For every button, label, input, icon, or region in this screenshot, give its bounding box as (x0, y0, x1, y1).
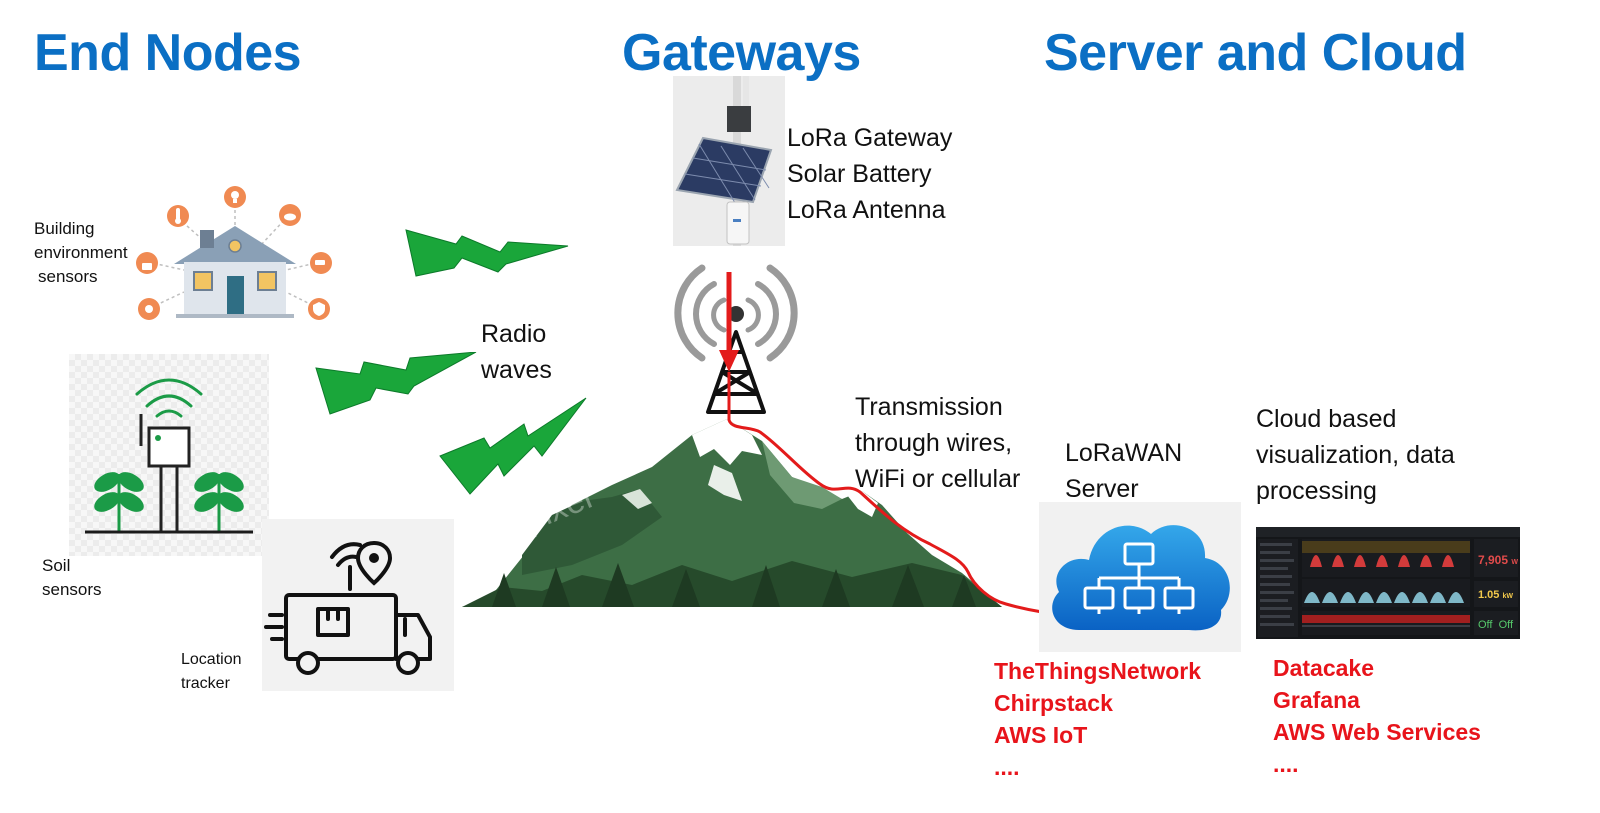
provider-item: AWS Web Services (1273, 719, 1481, 745)
tracker-label: Location tracker (181, 651, 242, 692)
dashboard-metric-1: 7,905 W (1478, 553, 1518, 567)
lorawan-server-label: LoRaWAN Server (1065, 439, 1183, 503)
tracker-panel (262, 519, 454, 691)
provider-item: .... (1273, 751, 1299, 777)
gateways-heading: Gateways (622, 24, 861, 82)
building-sensors-label: Building environment sensors (34, 219, 128, 286)
dashboard-states: Off Off (1478, 619, 1514, 631)
provider-item: TheThingsNetwork (994, 658, 1202, 684)
lightning-bolt-icon (315, 352, 477, 415)
signal-path (719, 272, 1043, 614)
cloud-network-icon (1052, 525, 1230, 631)
soil-sensor-icon (85, 378, 253, 534)
radio-waves-label: Radio waves (481, 320, 552, 384)
provider-item: Chirpstack (994, 690, 1113, 716)
provider-item: Datacake (1273, 655, 1375, 681)
lightning-bolt-icon (405, 229, 569, 277)
delivery-truck-icon (264, 540, 432, 675)
end-nodes-heading: End Nodes (34, 24, 302, 82)
soil-sensors-label: Soil sensors (42, 556, 102, 599)
dashboard-metric-2: 1.05 kW (1478, 589, 1513, 601)
provider-item: Grafana (1273, 687, 1360, 713)
server-cloud-heading: Server and Cloud (1044, 24, 1467, 82)
cloud-provider-list: Datacake Grafana AWS Web Services .... (1273, 652, 1481, 780)
mountain-illustration (462, 419, 1002, 607)
provider-item: AWS IoT (994, 722, 1088, 748)
lightning-bolt-icon (439, 397, 587, 495)
gateway-label: LoRa Gateway Solar Battery LoRa Antenna (787, 124, 953, 224)
server-provider-list: TheThingsNetwork Chirpstack AWS IoT .... (994, 655, 1201, 783)
dashboard-screenshot: 7,905 W 1.05 kW Off Off (1256, 527, 1520, 639)
cloud-server-panel (1039, 502, 1241, 652)
gateway-photo (673, 76, 785, 246)
radio-tower-icon (674, 264, 798, 414)
transmission-label: Transmission through wires, WiFi or cell… (855, 393, 1021, 493)
soil-sensor-panel (69, 354, 269, 556)
cloud-visualization-label: Cloud based visualization, data processi… (1256, 405, 1455, 505)
smart-home-icon (136, 186, 332, 320)
provider-item: .... (994, 754, 1020, 780)
